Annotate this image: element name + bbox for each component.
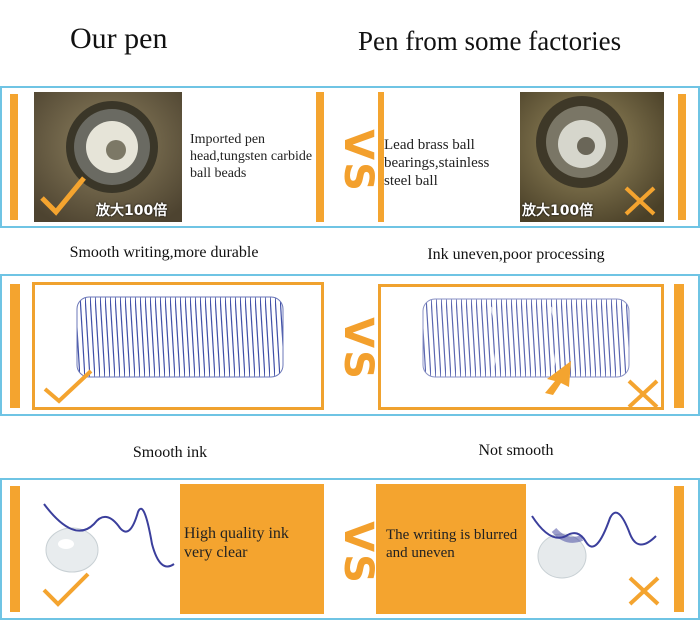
factory-pen-head-panel: Lead brass ball bearings,stainless steel… [378, 92, 664, 222]
right-orange-strip [674, 486, 684, 612]
comparison-row-spring [0, 274, 700, 416]
right-orange-strip [674, 284, 684, 408]
comparison-row-pen-head [0, 86, 700, 228]
cross-icon [628, 576, 660, 606]
factory-pen-head-caption: Ink uneven,poor processing [427, 246, 605, 263]
checkmark-icon [43, 369, 93, 404]
zoom-label-factory: 放大100倍 [522, 203, 594, 219]
text-background: High quality ink very clear [180, 484, 324, 614]
checkmark-icon [42, 572, 90, 607]
our-ink-spring-panel [32, 282, 324, 410]
left-orange-strip [10, 94, 18, 220]
our-writing-panel: High quality ink very clear [34, 484, 324, 614]
cross-icon [627, 379, 659, 407]
panel-orange-edge [316, 92, 324, 222]
factory-ink-caption: Not smooth [478, 442, 554, 459]
blurred-writing-image [531, 511, 657, 579]
ink-spring-image [76, 296, 284, 378]
factory-pen-head-text: Lead brass ball bearings,stainless steel… [384, 137, 490, 189]
comparison-row-writing [0, 478, 700, 620]
pen-tip-closeup-image [34, 92, 182, 222]
heading-our-pen: Our pen [70, 22, 168, 55]
writing-sample-area [34, 484, 180, 614]
blurred-writing-area [526, 484, 666, 614]
factory-writing-text: The writing is blurred and uneven [386, 527, 518, 561]
our-pen-head-caption: Smooth writing,more durable [69, 244, 259, 261]
factory-ink-spring-panel [378, 284, 664, 410]
left-orange-strip [10, 486, 20, 612]
zoom-label: 放大100倍 [96, 203, 168, 219]
text-background: The writing is blurred and uneven [376, 484, 526, 614]
arrow-icon [545, 361, 571, 395]
vs-label-2: VS [334, 317, 381, 381]
our-writing-text: High quality ink very clear [184, 525, 289, 562]
checkmark-icon [40, 176, 86, 216]
vs-label-1: VS [334, 129, 381, 193]
factory-pen-head-photo [520, 92, 664, 222]
writing-sample-image [43, 503, 175, 573]
right-orange-strip [678, 94, 686, 220]
uneven-spring-image [422, 298, 630, 378]
our-pen-head-text: Imported pen head,tungsten carbide ball … [190, 132, 313, 181]
heading-factory-pen: Pen from some factories [358, 26, 622, 56]
factory-writing-panel: The writing is blurred and uneven [376, 484, 666, 614]
vs-label-3: VS [334, 521, 381, 585]
our-ink-caption: Smooth ink [132, 444, 208, 461]
cross-icon [624, 186, 656, 216]
factory-pen-tip-image [520, 92, 664, 222]
our-pen-head-panel: 放大100倍 Imported pen head,tungsten carbid… [34, 92, 324, 222]
panel-orange-edge-left [378, 92, 384, 222]
left-orange-strip [10, 284, 20, 408]
pen-head-photo [34, 92, 182, 222]
